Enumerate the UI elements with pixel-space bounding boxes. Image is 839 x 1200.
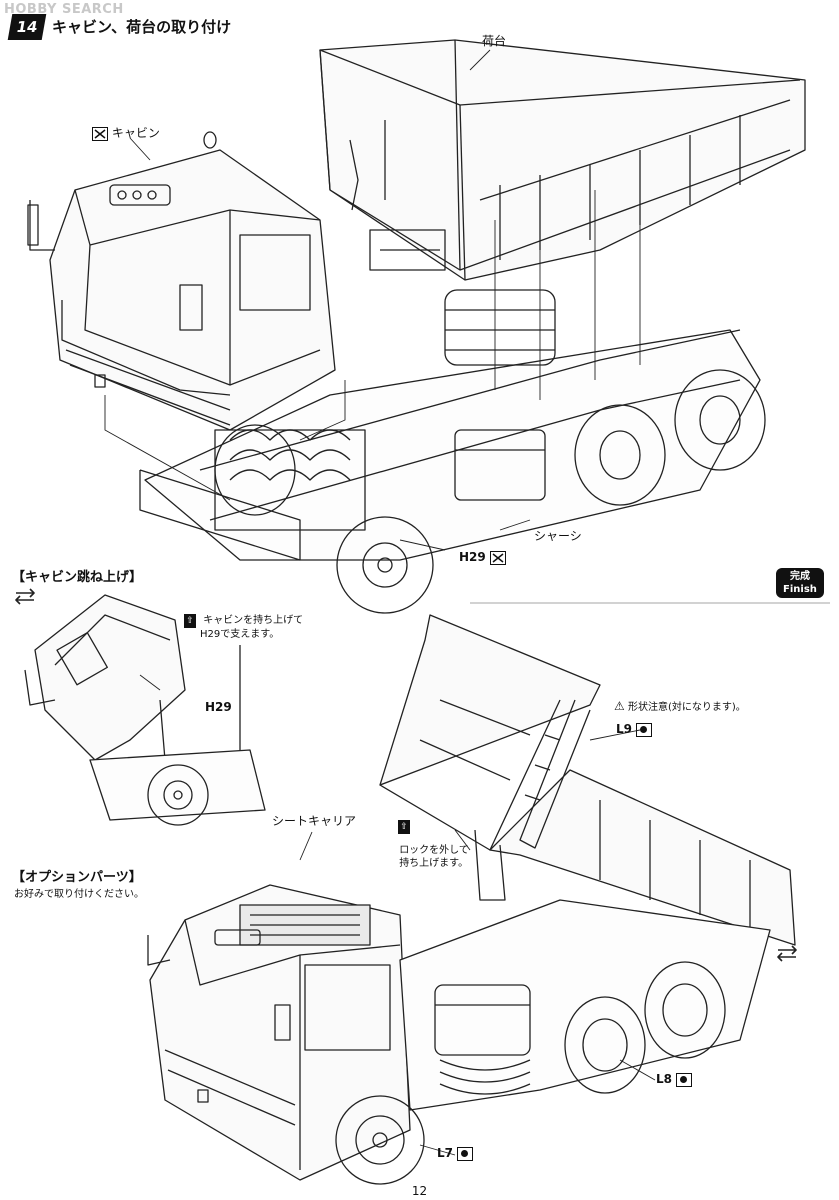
finish-badge: 完成 Finish: [776, 568, 824, 598]
part-l7-text: L7: [437, 1146, 453, 1160]
leader-lines-bottom: [299, 729, 656, 1156]
flip-arrows-icon-bottom: [777, 945, 797, 962]
sheet-carrier-label: シートキャリア: [272, 814, 357, 828]
part-l8-text: L8: [656, 1072, 672, 1086]
cab-label: キャビン: [111, 126, 160, 140]
lock-instruction: ⇧ ロックを外して 持ち上げます。: [398, 820, 469, 870]
caution-text: 形状注意(対になります)。: [627, 702, 746, 713]
tilt-instruction-line2: H29で支えます。: [200, 629, 280, 640]
page-number: 12: [411, 1184, 428, 1198]
part-l9-text: L9: [616, 722, 632, 736]
finish-badge-jp: 完成: [790, 571, 810, 582]
part-l9-label: L9: [616, 722, 653, 737]
bed-label: 荷台: [482, 34, 507, 48]
glue-icon: [92, 126, 108, 141]
lift-arrow-icon: ⇧: [184, 614, 196, 628]
tilt-instruction: ⇧ キャビンを持ち上げて H29で支えます。: [184, 614, 303, 641]
chassis-drawing: [139, 289, 766, 614]
step-title: キャビン、荷台の取り付け: [52, 18, 232, 36]
part-l8-label: L8: [656, 1072, 693, 1087]
raised-chassis-drawing: [335, 899, 771, 1185]
decal-icon: [636, 722, 653, 737]
option-section-title: 【オプションパーツ】: [12, 870, 142, 885]
tilt-instruction-line1: キャビンを持ち上げて: [203, 615, 304, 626]
caution-note: ⚠ 形状注意(対になります)。: [614, 700, 746, 714]
option-section-subtitle: お好みで取り付けください。: [14, 889, 144, 900]
part-h29-text: H29: [459, 550, 486, 564]
raised-dump-bed-drawing: [379, 614, 796, 946]
part-h29-label-top: H29: [459, 550, 506, 565]
finish-badge-en: Finish: [783, 584, 817, 595]
tilt-section-title: 【キャビン跳ね上げ】: [12, 570, 143, 585]
flip-arrows-icon-top: [15, 588, 35, 605]
step-number-badge: 14: [7, 14, 47, 40]
lock-instruction-line1: ロックを外して: [399, 845, 469, 856]
chassis-label: シャーシ: [534, 529, 582, 543]
warning-triangle-icon: ⚠: [614, 699, 625, 713]
raised-cab-drawing: [147, 884, 411, 1181]
lift-arrow-icon: ⇧: [398, 820, 410, 834]
dump-bed-drawing: [319, 39, 806, 281]
watermark: HOBBY SEARCH: [4, 2, 124, 17]
part-h29-label-tilt: H29: [205, 700, 232, 714]
decal-icon: [676, 1072, 693, 1087]
lock-instruction-line2: 持ち上げます。: [399, 858, 469, 869]
leader-lines-top: [104, 49, 641, 551]
cab-label-group: キャビン: [92, 124, 160, 141]
decal-icon: [457, 1146, 474, 1161]
tilted-cab-drawing: [24, 594, 266, 826]
glue-icon: [489, 550, 506, 565]
part-l7-label: L7: [437, 1146, 474, 1161]
cab-drawing: [27, 131, 336, 431]
